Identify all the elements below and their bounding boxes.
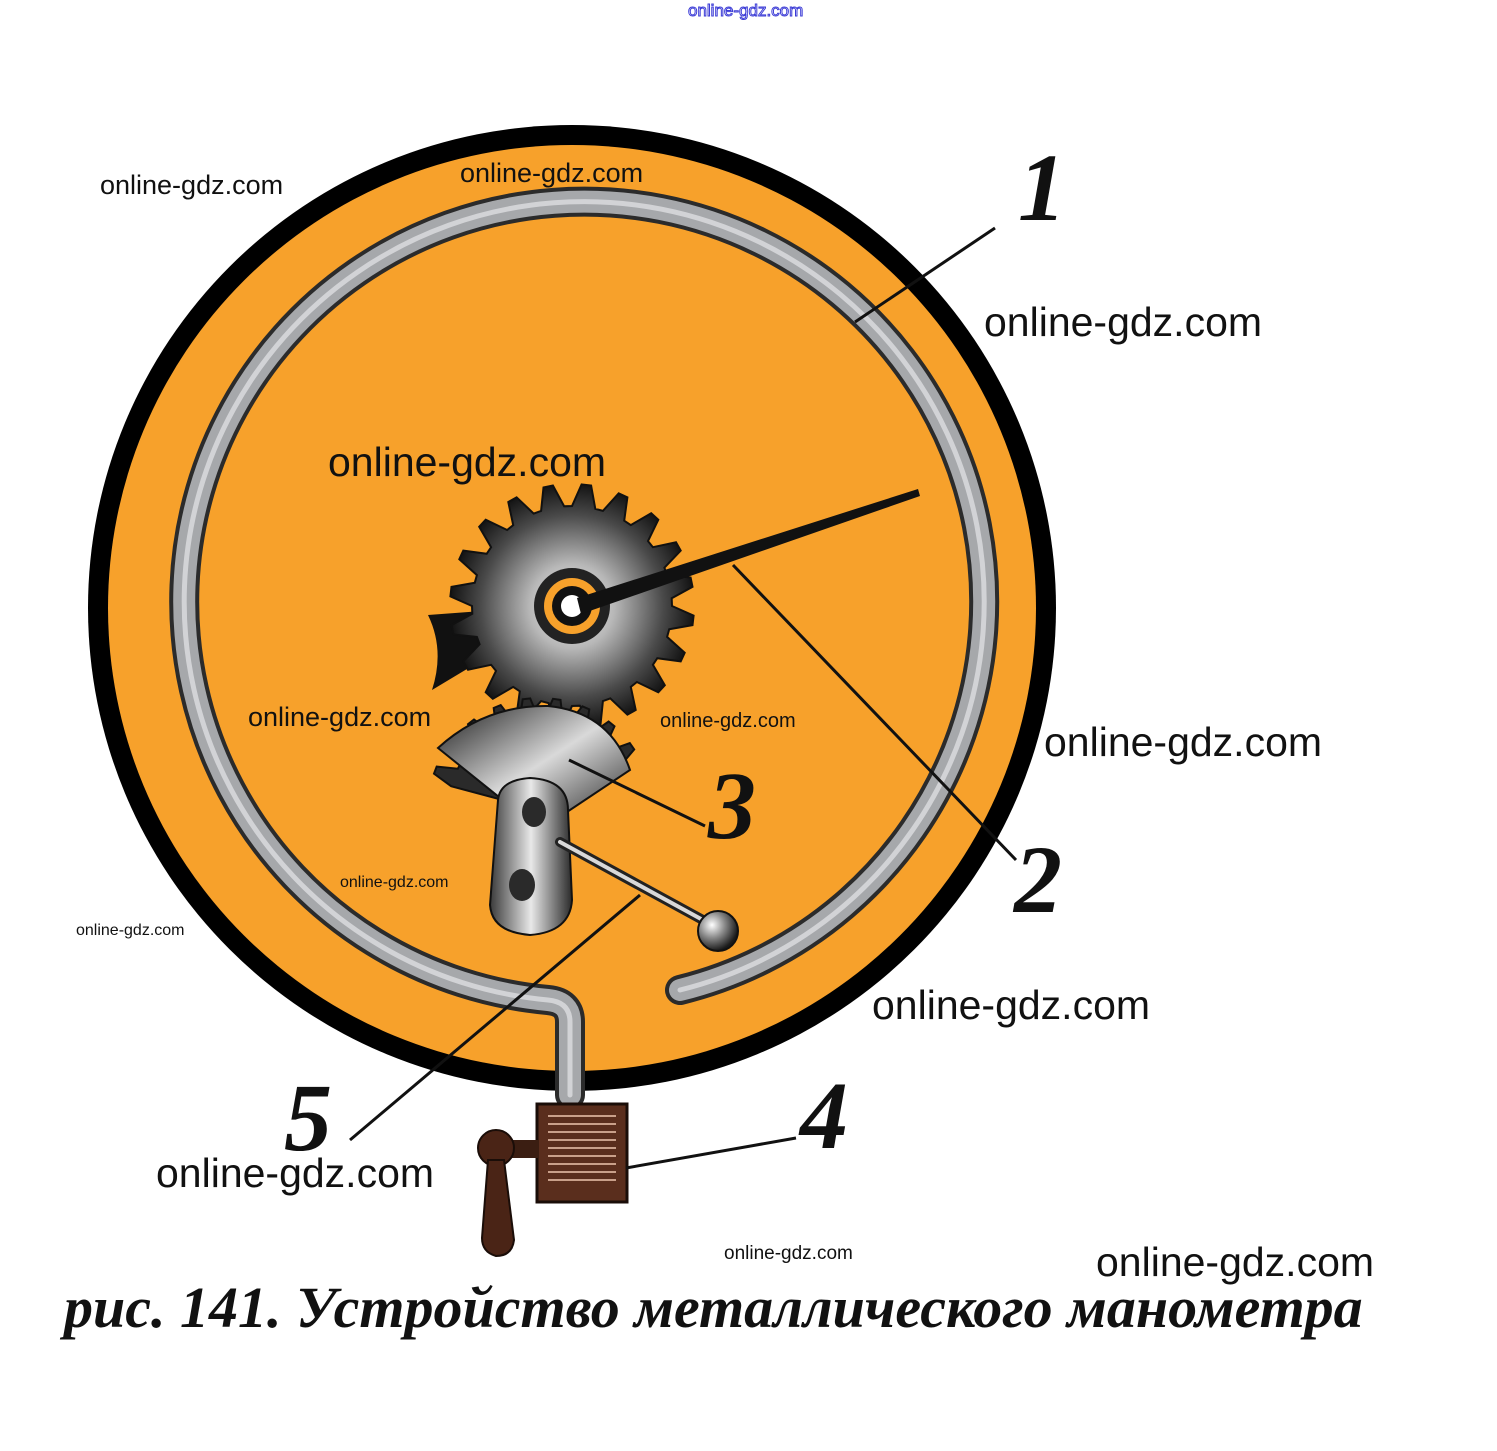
watermark: online-gdz.com	[1096, 1239, 1375, 1285]
callout-1: 1	[1018, 134, 1066, 241]
leader-line-5	[349, 893, 641, 1142]
watermark: online-gdz.com	[687, 1, 804, 20]
figure-caption: рис. 141. Устройство металлического мано…	[64, 1275, 1363, 1340]
connecting-rod-highlight	[558, 840, 714, 927]
arm-hole-lower	[509, 869, 535, 901]
watermark: online-gdz.com	[460, 158, 644, 188]
arm-hole-upper	[522, 797, 546, 827]
watermark: online-gdz.com	[660, 710, 796, 732]
tap-body	[535, 1102, 629, 1204]
callout-2: 2	[1012, 826, 1062, 933]
watermark: online-gdz.com	[248, 702, 432, 732]
watermark: online-gdz.com	[76, 922, 185, 939]
watermark: online-gdz.com	[100, 170, 284, 200]
watermark: online-gdz.com	[984, 299, 1263, 345]
callout-3: 3	[707, 752, 756, 859]
watermark: online-gdz.com	[340, 874, 449, 891]
callout-5: 5	[284, 1064, 332, 1171]
tap-handle	[480, 1159, 516, 1258]
watermark: online-gdz.com	[1044, 719, 1323, 765]
leader-line-3	[568, 758, 706, 828]
leader-line-1	[854, 226, 996, 324]
watermark: online-gdz.com	[328, 439, 607, 485]
leader-line-4	[625, 1136, 797, 1170]
watermark: online-gdz.com	[872, 982, 1151, 1028]
gear-hub-center	[561, 595, 583, 617]
sector-gear	[432, 697, 636, 832]
lever-arm	[488, 776, 574, 937]
tap	[477, 1102, 629, 1258]
rod-ball	[697, 910, 739, 952]
watermark: online-gdz.com	[724, 1243, 853, 1264]
pointer-needle	[577, 489, 920, 614]
leader-line-2	[731, 563, 1018, 862]
watermark: online-gdz.com	[156, 1150, 435, 1196]
bourdon-tube	[169, 186, 1000, 1110]
callout-4: 4	[798, 1062, 848, 1169]
